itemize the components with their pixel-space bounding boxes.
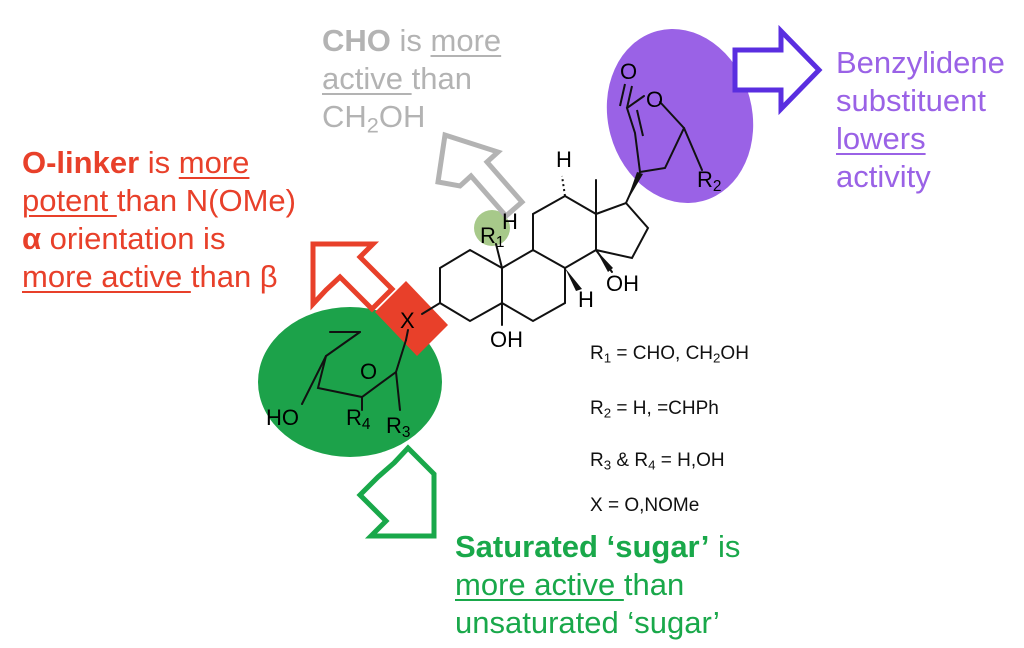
r1-highlight bbox=[474, 210, 510, 246]
lactone-carbonyl-o-label: O bbox=[620, 59, 638, 84]
legend-r1: R1 = CHO, CH2OH bbox=[590, 343, 749, 366]
h-c8-label: H bbox=[578, 287, 594, 312]
h-top-label: H bbox=[556, 147, 572, 172]
legend-r2: R2 = H, =CHPh bbox=[590, 398, 719, 421]
wedge-c17 bbox=[626, 172, 643, 203]
oh-c14-label: OH bbox=[606, 271, 639, 296]
lactone-double-bond bbox=[636, 109, 644, 137]
sugar-ring-o-label: O bbox=[360, 359, 378, 384]
ho-sugar-label: HO bbox=[266, 405, 299, 430]
oh-c5-label: OH bbox=[490, 327, 523, 352]
sugar-annotation: Saturated ‘sugar’ is more active than un… bbox=[455, 529, 741, 640]
r4-label: R4 bbox=[346, 405, 371, 433]
r1-label: R1 bbox=[480, 223, 505, 251]
linker-annotation: O-linker is more potent than N(OMe) α or… bbox=[22, 145, 296, 294]
legend-x: X = O,NOMe bbox=[590, 495, 700, 516]
linker-arrow bbox=[310, 241, 396, 313]
wedge-c14 bbox=[596, 250, 613, 272]
r3-label: R3 bbox=[386, 413, 411, 441]
x-link-label: X bbox=[400, 308, 415, 333]
r2-label: R2 bbox=[697, 167, 722, 195]
h-c9-hash bbox=[561, 175, 566, 197]
benzylidene-annotation: Benzylidene substituent lowers activity bbox=[836, 45, 1005, 194]
cho-arrow bbox=[435, 131, 526, 220]
carbonyl-bond-2 bbox=[619, 83, 626, 107]
sugar-highlight bbox=[258, 307, 442, 457]
h-ring-label: H bbox=[502, 209, 518, 234]
linker-highlight bbox=[375, 281, 448, 356]
sugar-arrow bbox=[356, 444, 437, 539]
carbonyl-bond bbox=[626, 85, 633, 109]
benzylidene-arrow bbox=[732, 24, 823, 116]
lactone-highlight bbox=[606, 28, 754, 204]
cho-annotation: CHO is more active than CH2OH bbox=[322, 23, 502, 138]
legend-r3-r4: R3 & R4 = H,OH bbox=[590, 450, 725, 473]
wedge-c8 bbox=[565, 268, 582, 291]
lactone-ring-o-label: O bbox=[646, 87, 664, 112]
